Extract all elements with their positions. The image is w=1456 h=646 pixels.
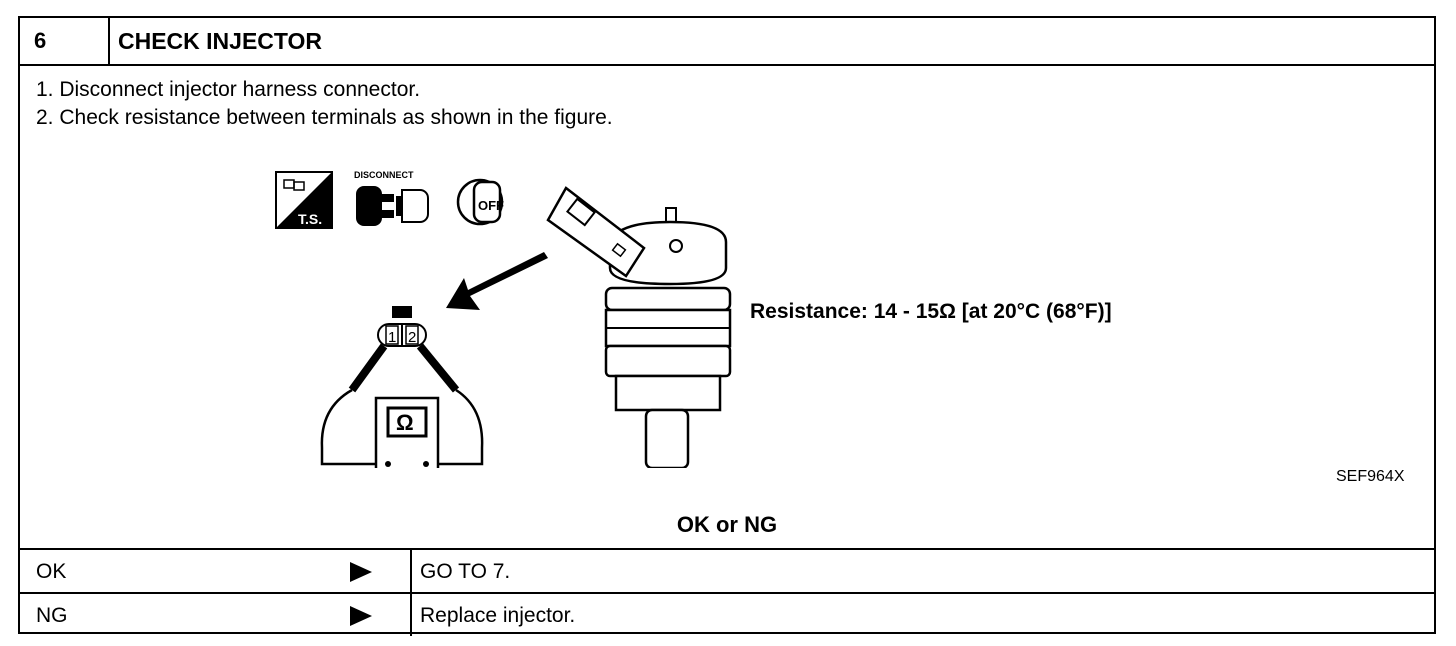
disconnect-icon: DISCONNECT bbox=[354, 170, 429, 226]
result-action: GO TO 7. bbox=[410, 550, 1434, 592]
ohmmeter: Ω bbox=[374, 396, 440, 468]
result-heading: OK or NG bbox=[676, 512, 778, 537]
instruction-item-1: 1. Disconnect injector harness connector… bbox=[36, 78, 421, 101]
fuel-injector bbox=[546, 186, 732, 468]
injector-resistance-figure: T.S. DISCONNECT OFF 1 2 bbox=[275, 170, 732, 468]
disconnect-label: DISCONNECT bbox=[354, 170, 414, 180]
instruction-list: 1. Disconnect injector harness connector… bbox=[36, 76, 613, 132]
step-title: CHECK INJECTOR bbox=[110, 18, 1434, 66]
ts-icon: T.S. bbox=[275, 171, 333, 229]
terminal-2-label: 2 bbox=[408, 329, 416, 346]
key-off-label: OFF bbox=[478, 198, 504, 213]
result-condition: NG bbox=[36, 604, 68, 627]
inspection-procedure-table: 6 CHECK INJECTOR 1. Disconnect injector … bbox=[18, 16, 1436, 636]
ts-label: T.S. bbox=[298, 211, 322, 227]
direction-arrow bbox=[446, 252, 548, 310]
harness-connector: 1 2 bbox=[377, 306, 427, 347]
result-row-ok: OK GO TO 7. bbox=[20, 548, 1434, 592]
ignition-key-off-icon: OFF bbox=[456, 178, 504, 226]
ohm-symbol: Ω bbox=[396, 410, 414, 435]
result-condition: OK bbox=[36, 560, 67, 583]
figure-code: SEF964X bbox=[1336, 468, 1405, 485]
right-arrow-icon bbox=[350, 606, 372, 626]
result-row-ng: NG Replace injector. bbox=[20, 592, 1434, 636]
right-arrow-icon bbox=[350, 562, 372, 582]
instruction-item-2: 2. Check resistance between terminals as… bbox=[36, 106, 613, 129]
terminal-1-label: 1 bbox=[388, 329, 396, 346]
result-action: Replace injector. bbox=[410, 594, 1434, 636]
resistance-specification: Resistance: 14 - 15Ω [at 20°C (68°F)] bbox=[750, 300, 1112, 323]
step-number: 6 bbox=[20, 18, 110, 66]
meter-probes bbox=[320, 343, 484, 466]
